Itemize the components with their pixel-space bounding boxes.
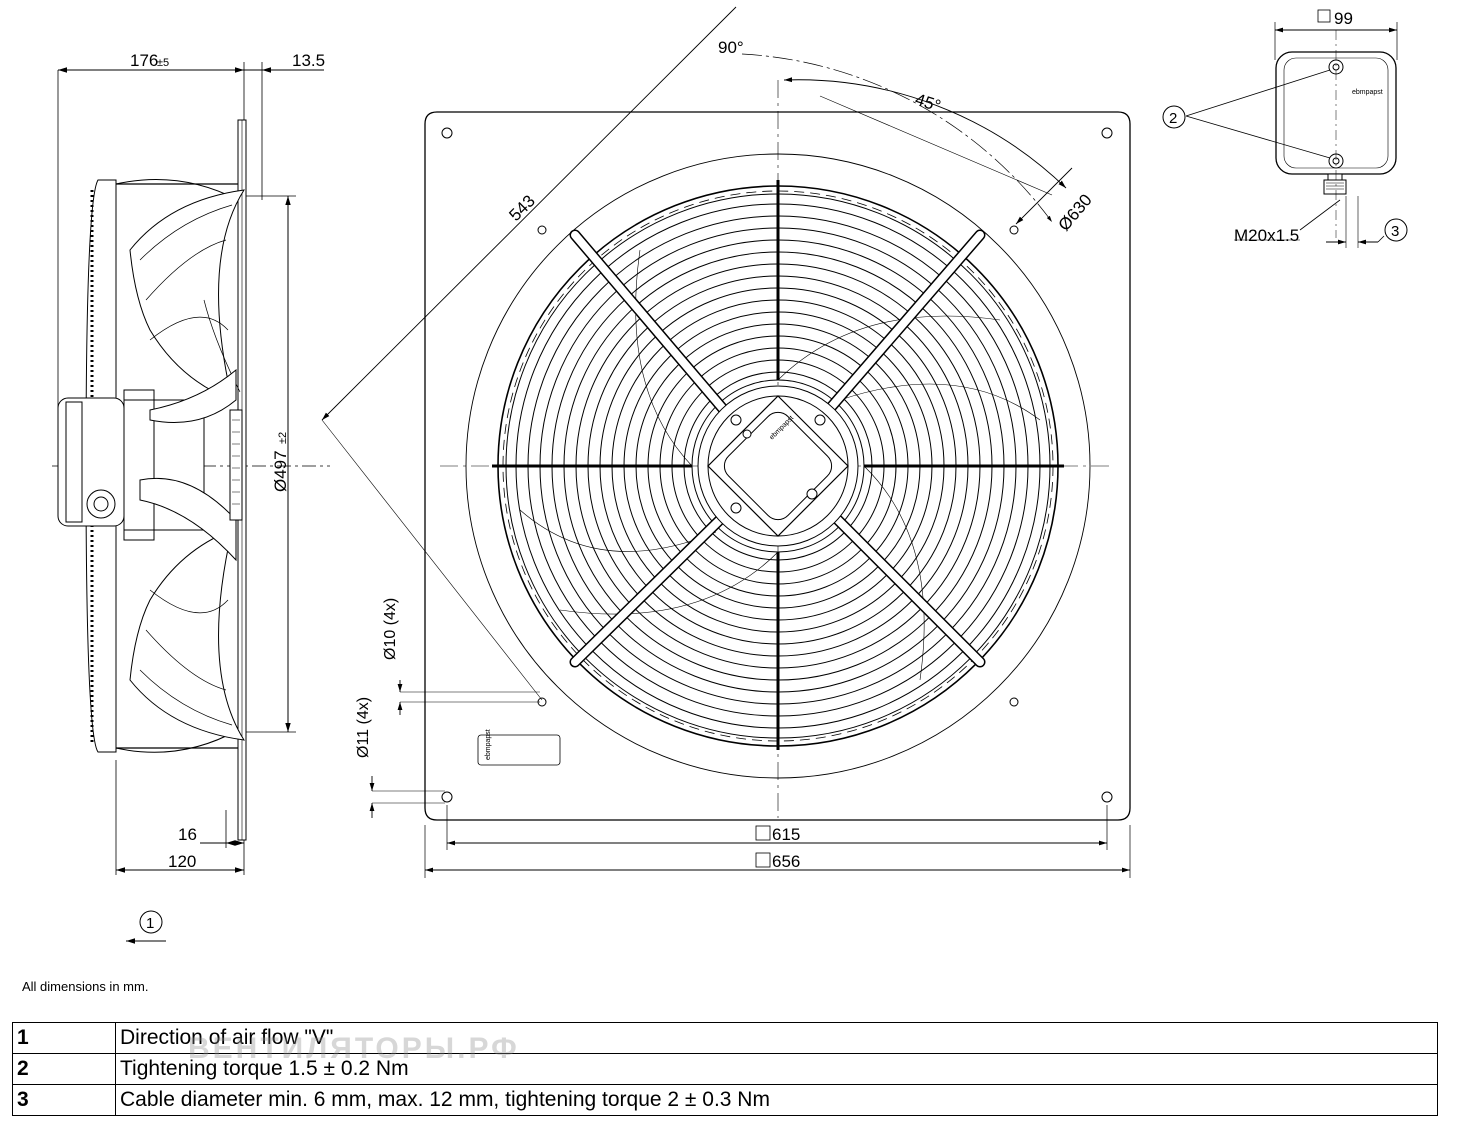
dim-outer-square: 656 [772,852,800,871]
side-view [52,62,330,944]
units-note: All dimensions in mm. [22,979,149,994]
legend-table: 1 Direction of air flow "V" 2 Tightening… [12,1022,1438,1116]
legend-number: 2 [12,1053,116,1085]
terminal-box-view [1162,9,1408,248]
dim-depth: 176 [130,51,158,70]
terminal-box-labels: 99 M20x1.5 ebmpapst 2 3 [1169,9,1399,245]
dim-diameter-tol: ±2 [277,432,289,444]
dim-hole-small: Ø10 (4x) [382,598,399,660]
dim-box-width: 99 [1334,9,1353,28]
callout-3: 3 [1391,223,1399,240]
dim-depth-tol: ±5 [157,57,169,69]
callout-1: 1 [146,915,154,932]
legend-number: 1 [12,1022,116,1054]
dim-inner-square: 615 [772,825,800,844]
angle-90: 90° [718,38,744,57]
legend-number: 3 [12,1084,116,1116]
box-brand-label: ebmpapst [1352,89,1383,96]
legend-row: 2 Tightening torque 1.5 ± 0.2 Nm [12,1053,1438,1085]
side-view-labels: 176 ±5 13.5 Ø497 ±2 16 120 1 [130,51,325,932]
dim-diameter: Ø497 [271,450,290,492]
legend-row: 1 Direction of air flow "V" [12,1022,1438,1054]
plate-brand-label: ebmpapst [485,729,492,760]
legend-row: 3 Cable diameter min. 6 mm, max. 12 mm, … [12,1084,1438,1116]
callout-2: 2 [1169,110,1177,127]
technical-drawing: 176 ±5 13.5 Ø497 ±2 16 120 1 [52,6,1408,944]
legend-text: Direction of air flow "V" [115,1022,1438,1054]
legend-text: Cable diameter min. 6 mm, max. 12 mm, ti… [115,1084,1438,1116]
front-view [321,6,1131,878]
dim-bottom-large: 120 [168,852,196,871]
thread-label: M20x1.5 [1234,226,1299,245]
dim-hole-large: Ø11 (4x) [355,697,372,758]
dim-flange: 13.5 [292,51,325,70]
dim-bottom-small: 16 [178,825,197,844]
legend-text: Tightening torque 1.5 ± 0.2 Nm [115,1053,1438,1085]
